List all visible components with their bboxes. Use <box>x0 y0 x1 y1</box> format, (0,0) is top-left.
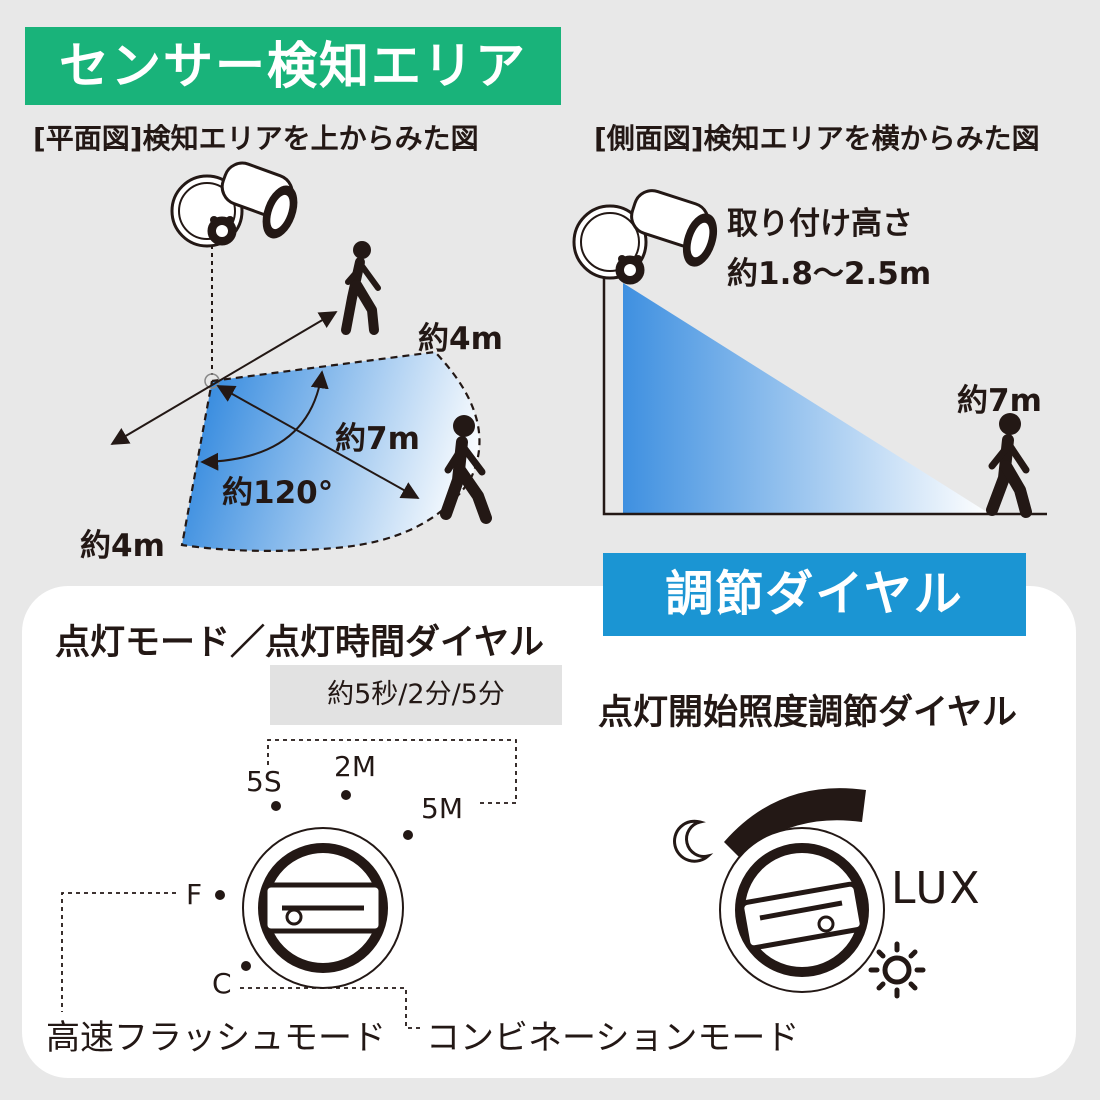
flash-mode-leader <box>61 892 176 1012</box>
lux-label: LUX <box>891 863 982 914</box>
mode-dial-knob[interactable] <box>242 827 404 989</box>
combination-mode-label: コンビネーションモード <box>426 1018 800 1058</box>
time-note-box: 約5秒/2分/5分 <box>270 665 562 725</box>
install-height-label: 取り付け高さ <box>727 206 913 242</box>
plan-view-caption: [平面図]検知エリアを上からみた図 <box>33 122 479 155</box>
dial-section-banner: 調節ダイヤル <box>603 553 1026 636</box>
moon-icon <box>673 819 714 863</box>
side-view-caption: [側面図]検知エリアを横からみた図 <box>594 122 1040 155</box>
plan-angle-arrow <box>200 370 329 471</box>
walking-person-icon <box>341 241 381 335</box>
mark-2m: 2M <box>334 750 376 783</box>
mark-c: C <box>212 967 232 1000</box>
section-title-banner: センサー検知エリア <box>25 27 561 105</box>
lux-dial-title: 点灯開始照度調節ダイヤル <box>598 693 1017 733</box>
mark-dot-2m <box>341 790 351 800</box>
plan-right-range-label: 約4m <box>418 321 503 357</box>
install-height-value: 約1.8〜2.5m <box>727 256 932 292</box>
walking-person-icon <box>440 415 492 524</box>
side-sensor-light <box>572 189 718 285</box>
mark-dot-5m <box>403 830 413 840</box>
side-wall-floor <box>602 266 1047 516</box>
mark-f: F <box>186 878 203 911</box>
mark-dot-c <box>241 961 251 971</box>
mark-dot-f <box>215 890 225 900</box>
mark-5s: 5S <box>246 765 282 798</box>
lux-dial-knob[interactable] <box>719 827 885 993</box>
mark-dot-5s <box>271 801 281 811</box>
side-range-label: 約7m <box>957 383 1042 419</box>
walking-person-icon <box>986 413 1032 518</box>
plan-angle-label: 約120° <box>222 475 334 511</box>
sun-icon <box>868 941 926 999</box>
fast-flash-mode-label: 高速フラッシュモード <box>46 1018 386 1058</box>
mark-5m: 5M <box>421 792 463 825</box>
plan-sensor-light <box>170 161 298 248</box>
plan-left-range-label: 約4m <box>80 528 165 564</box>
side-detection-area <box>623 283 990 514</box>
mode-dial-title: 点灯モード／点灯時間ダイヤル <box>55 623 544 663</box>
time-marks-bracket <box>267 739 517 804</box>
plan-forward-range-label: 約7m <box>335 421 420 457</box>
